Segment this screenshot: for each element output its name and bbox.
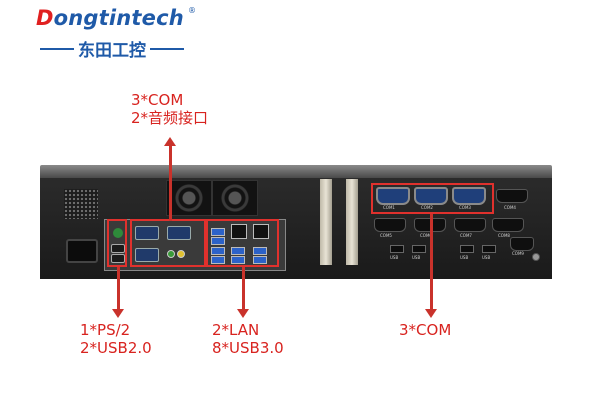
highlight-lan-usb3 — [206, 219, 279, 267]
usb3-port — [211, 228, 225, 236]
arrow-up-shaft-com-audio — [169, 145, 172, 221]
arrow-down-shaft-com — [430, 214, 433, 310]
logo-chinese-name: 东田工控 — [36, 36, 188, 61]
usb3-port — [231, 247, 245, 255]
com-label-6: COM6 — [420, 233, 432, 238]
com-port-1 — [376, 187, 410, 205]
rear-usb-3 — [460, 245, 474, 253]
com-label-8: COM8 — [498, 233, 510, 238]
psu-vent-grille — [64, 189, 98, 219]
com-label-4: COM4 — [504, 205, 516, 210]
rear-usb-2 — [412, 245, 426, 253]
annotation-ps2-line2: 2*USB2.0 — [80, 339, 152, 357]
lan-port-2 — [253, 224, 269, 239]
logo-left-bar — [40, 47, 74, 50]
rear-usb-4 — [482, 245, 496, 253]
com-port-8 — [492, 218, 524, 232]
com-label-2: COM2 — [421, 205, 433, 210]
arrow-down-shaft-ps2 — [117, 267, 120, 310]
io-plate — [104, 219, 286, 271]
io-com-port-3 — [135, 248, 159, 262]
com-label-5: COM5 — [380, 233, 392, 238]
logo-wordmark: Dongtintech — [36, 6, 184, 30]
audio-jack-2 — [177, 250, 185, 258]
com-port-4 — [496, 189, 528, 203]
usb3-port — [253, 247, 267, 255]
arrow-down-head-com — [425, 309, 437, 318]
chassis-top-edge — [40, 165, 552, 178]
annotation-com: 3*COM — [399, 321, 451, 339]
usb2-port-2 — [111, 254, 125, 263]
arrow-up-head-com-audio — [164, 137, 176, 146]
ps2-port — [113, 228, 123, 238]
com-port-2 — [414, 187, 448, 205]
highlight-ps2-usb2 — [107, 219, 127, 267]
usb-label-3: USB — [460, 255, 469, 260]
audio-jack-1 — [167, 250, 175, 258]
registered-mark: ® — [188, 6, 196, 15]
logo-right-bar — [150, 47, 184, 50]
com-port-5 — [374, 218, 406, 232]
usb-label-2: USB — [412, 255, 421, 260]
usb3-port — [211, 256, 225, 264]
expansion-slot-1 — [320, 179, 332, 265]
com-label-9: COM9 — [512, 251, 524, 256]
usb-label-4: USB — [482, 255, 491, 260]
expansion-slot-2 — [346, 179, 358, 265]
annotation-ps2-usb2: 1*PS/2 2*USB2.0 — [80, 321, 152, 357]
annotation-top: 3*COM 2*音频接口 — [131, 91, 208, 127]
usb3-port — [253, 256, 267, 264]
annotation-top-line1: 3*COM — [131, 91, 184, 109]
com-port-3 — [452, 187, 486, 205]
com-port-7 — [454, 218, 486, 232]
lan-port-1 — [231, 224, 247, 239]
annotation-lan-line1: 2*LAN — [212, 321, 260, 339]
io-com-port-2 — [167, 226, 191, 240]
fan-right — [212, 180, 258, 216]
com-port-9 — [510, 237, 534, 251]
arrow-down-head-ps2 — [112, 309, 124, 318]
annotation-lan-usb3: 2*LAN 8*USB3.0 — [212, 321, 284, 357]
io-com-port-1 — [135, 226, 159, 240]
usb2-port-1 — [111, 244, 125, 253]
power-inlet — [66, 239, 98, 263]
usb3-port — [211, 237, 225, 245]
usb3-port — [231, 256, 245, 264]
com-label-3: COM3 — [459, 205, 471, 210]
dongtintech-logo: Dongtintech ® 东田工控 — [36, 6, 196, 62]
annotation-top-line2: 2*音频接口 — [131, 109, 209, 127]
highlight-com-audio — [130, 219, 206, 267]
arrow-down-head-lan — [237, 309, 249, 318]
annotation-com-line1: 3*COM — [399, 321, 452, 339]
highlight-expansion-com — [371, 183, 494, 214]
com-label-7: COM7 — [460, 233, 472, 238]
rear-usb-1 — [390, 245, 404, 253]
chassis-screw — [532, 253, 540, 261]
usb3-port — [211, 247, 225, 255]
usb-label-1: USB — [390, 255, 399, 260]
com-label-1: COM1 — [383, 205, 395, 210]
arrow-down-shaft-lan — [242, 267, 245, 310]
annotation-ps2-line1: 1*PS/2 — [80, 321, 131, 339]
fan-left — [166, 180, 212, 216]
annotation-lan-line2: 8*USB3.0 — [212, 339, 284, 357]
